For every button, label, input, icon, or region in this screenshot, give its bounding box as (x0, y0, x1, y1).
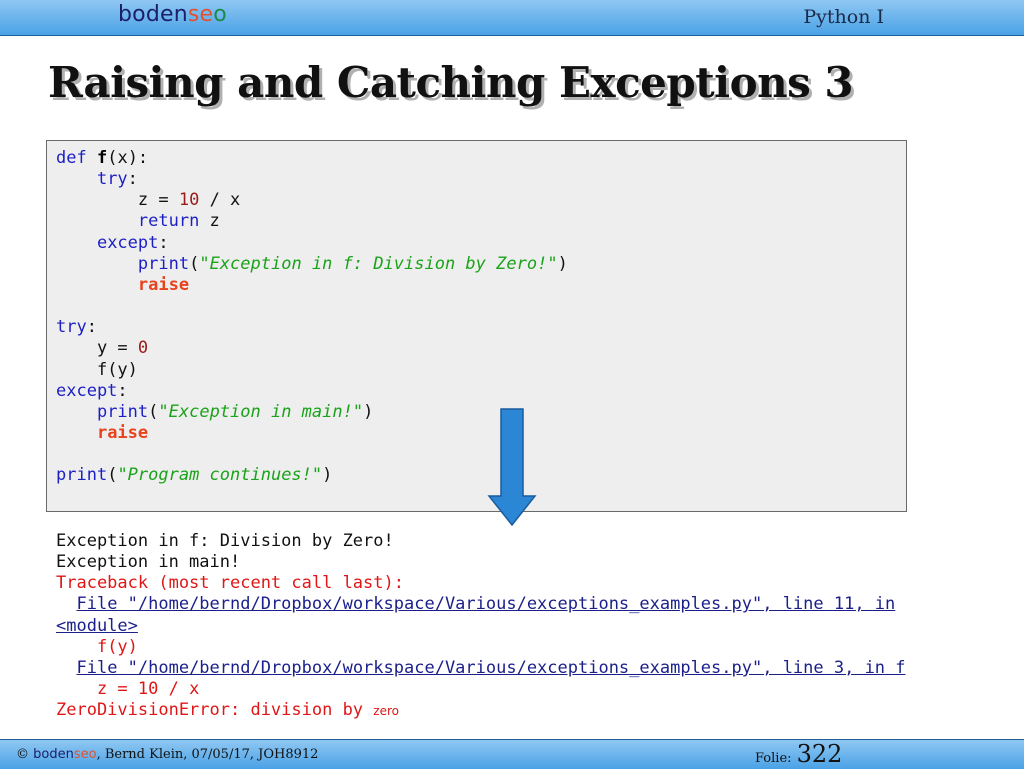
output-line: Exception in main! (56, 552, 241, 573)
traceback-file-link[interactable]: File "/home/bernd/Dropbox/workspace/Vari… (76, 657, 906, 678)
slide-title: Raising and Catching Exceptions 3 (48, 58, 854, 107)
output-line: Exception in f: Division by Zero! (56, 531, 394, 551)
program-output: Exception in f: Division by Zero! Except… (56, 531, 906, 722)
footer-bar: © bodenseo, Bernd Klein, 07/05/17, JOH89… (0, 739, 1024, 769)
traceback-module-link[interactable]: <module> (56, 615, 138, 636)
code-listing: def f(x): try: z = 10 / x return z excep… (56, 148, 568, 486)
slide-number: Folie: 322 (755, 740, 843, 768)
traceback-file-link[interactable]: File "/home/bernd/Dropbox/workspace/Vari… (76, 594, 896, 615)
error-message: ZeroDivisionError: division by (56, 700, 374, 721)
bodenseo-logo: bodenseo (118, 2, 227, 27)
course-title: Python I (803, 6, 884, 28)
header-bar: bodenseo Python I (0, 0, 1024, 36)
error-message-tail: zero (373, 704, 399, 719)
traceback-header: Traceback (most recent call last): (56, 573, 404, 594)
code-block: def f(x): try: z = 10 / x return z excep… (46, 140, 907, 512)
traceback-code: z = 10 / x (96, 679, 200, 700)
footer-credits: © bodenseo, Bernd Klein, 07/05/17, JOH89… (16, 747, 319, 762)
down-arrow-icon (487, 408, 537, 526)
traceback-code: f(y) (96, 636, 138, 657)
